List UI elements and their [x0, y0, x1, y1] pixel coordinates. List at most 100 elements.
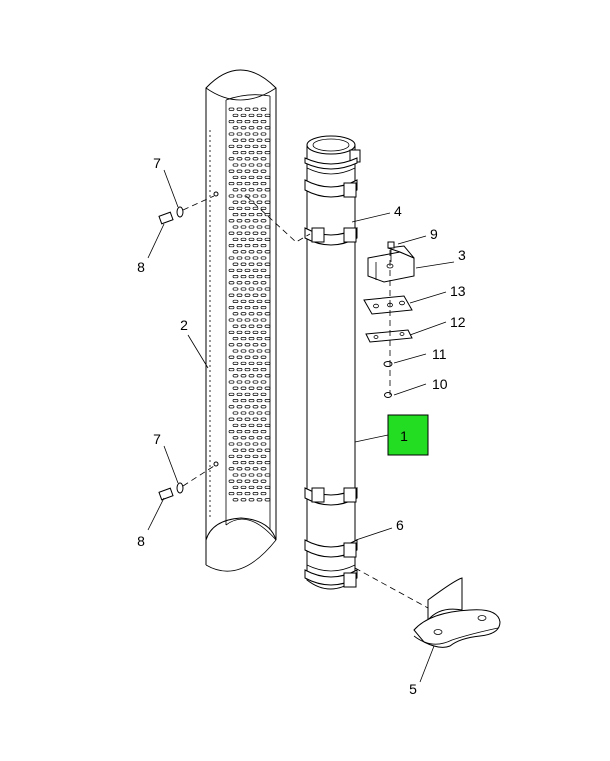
perforation-slot — [228, 281, 235, 285]
alignment-line-lower — [354, 567, 429, 609]
perforation-slot — [244, 132, 251, 136]
perforation-slot — [264, 175, 271, 179]
callout-9[interactable]: 9 — [430, 226, 438, 242]
perforation-slot — [228, 492, 235, 496]
perforation-slot — [260, 157, 267, 161]
alignment-line-upper — [245, 195, 311, 243]
perforation-slot — [244, 306, 251, 310]
perforation-slot — [260, 120, 267, 124]
bracket-3[interactable] — [367, 245, 415, 283]
perforation-slot — [228, 219, 235, 223]
perforation-slot — [232, 312, 239, 316]
perforation-slot — [232, 250, 239, 254]
perforation-slot — [240, 423, 247, 427]
perforation-slot — [228, 256, 235, 260]
bolt-upper[interactable] — [158, 191, 219, 225]
perforation-slot — [256, 250, 263, 254]
mount-bracket[interactable] — [413, 577, 501, 648]
perforation-slot — [240, 461, 247, 465]
perforation-slot — [236, 442, 243, 446]
perforation-slot — [236, 343, 243, 347]
perforation-slot — [264, 386, 271, 390]
plate-12[interactable] — [365, 329, 413, 343]
perforation-slot — [256, 436, 263, 440]
perforation-slot — [232, 448, 239, 452]
perforation-slot — [264, 113, 271, 117]
perforation-slot — [232, 151, 239, 155]
bolt-lower[interactable] — [158, 461, 219, 501]
perforation-slot — [260, 454, 267, 458]
callout-13[interactable]: 13 — [450, 283, 466, 299]
nut-10[interactable] — [384, 392, 392, 398]
perforation-slot — [232, 163, 239, 167]
callout-10[interactable]: 10 — [432, 376, 448, 392]
perforation-slot — [232, 411, 239, 415]
perforation-slot — [264, 399, 271, 403]
clamp-top[interactable] — [304, 149, 361, 198]
perforation-slot — [252, 107, 259, 111]
perforation-slot — [236, 169, 243, 173]
perforation-slot — [232, 485, 239, 489]
perforation-slot — [232, 138, 239, 142]
perforation-slot — [244, 454, 251, 458]
perforation-slot — [244, 467, 251, 471]
perforation-slot — [236, 293, 243, 297]
perforation-slot — [244, 405, 251, 409]
perforation-slot — [236, 405, 243, 409]
perforation-slot — [236, 355, 243, 359]
bolt-9[interactable] — [387, 241, 395, 262]
perforation-slot — [252, 169, 259, 173]
highlight-box[interactable] — [387, 414, 429, 456]
callout-8-upper[interactable]: 8 — [137, 259, 145, 275]
callout-7-upper[interactable]: 7 — [153, 155, 161, 171]
perforation-slot — [252, 268, 259, 272]
perforation-slot — [260, 268, 267, 272]
exhaust-pipe[interactable] — [306, 135, 356, 590]
perforation-slot — [256, 163, 263, 167]
callout-4[interactable]: 4 — [394, 203, 402, 219]
perforation-slot — [244, 206, 251, 210]
washer-11[interactable] — [383, 361, 393, 367]
perforation-slot — [232, 113, 239, 117]
perforation-slot — [228, 318, 235, 322]
perforation-slot — [256, 423, 263, 427]
callout-1[interactable]: 1 — [400, 428, 408, 444]
perforation-slot — [260, 380, 267, 384]
perforation-slot — [236, 194, 243, 198]
perforation-slot — [244, 281, 251, 285]
callout-7-lower[interactable]: 7 — [153, 431, 161, 447]
perforation-slot — [256, 374, 263, 378]
clamp-lower[interactable] — [304, 487, 358, 506]
plate-13[interactable] — [363, 295, 413, 315]
perforation-slot — [264, 151, 271, 155]
clamp-6[interactable] — [304, 539, 358, 588]
perforation-slot — [240, 262, 247, 266]
perforation-slot — [252, 281, 259, 285]
perforation-slot — [232, 349, 239, 353]
perforation-slot — [236, 244, 243, 248]
callout-3[interactable]: 3 — [458, 247, 466, 263]
perforation-slot — [264, 237, 271, 241]
callout-11[interactable]: 11 — [432, 346, 447, 362]
callout-8-lower[interactable]: 8 — [137, 533, 145, 549]
perforation-slot — [264, 448, 271, 452]
callout-12[interactable]: 12 — [450, 314, 466, 330]
callout-6[interactable]: 6 — [396, 517, 404, 533]
perforation-slot — [248, 299, 255, 303]
perforation-slot — [232, 275, 239, 279]
callout-5[interactable]: 5 — [409, 681, 417, 697]
perforation-slot — [232, 423, 239, 427]
perforation-slot — [260, 206, 267, 210]
clamp-4[interactable] — [304, 227, 358, 246]
perforation-slot — [264, 498, 271, 502]
perforation-slot — [228, 169, 235, 173]
perforation-slot — [264, 200, 271, 204]
callout-2[interactable]: 2 — [180, 317, 188, 333]
perforation-slot — [236, 231, 243, 235]
perforation-slot — [264, 436, 271, 440]
perforation-slot — [264, 361, 271, 365]
perforation-slot — [240, 337, 247, 341]
perforation-slot — [256, 151, 263, 155]
perforation-slot — [256, 337, 263, 341]
heat-shield[interactable] — [205, 69, 277, 572]
